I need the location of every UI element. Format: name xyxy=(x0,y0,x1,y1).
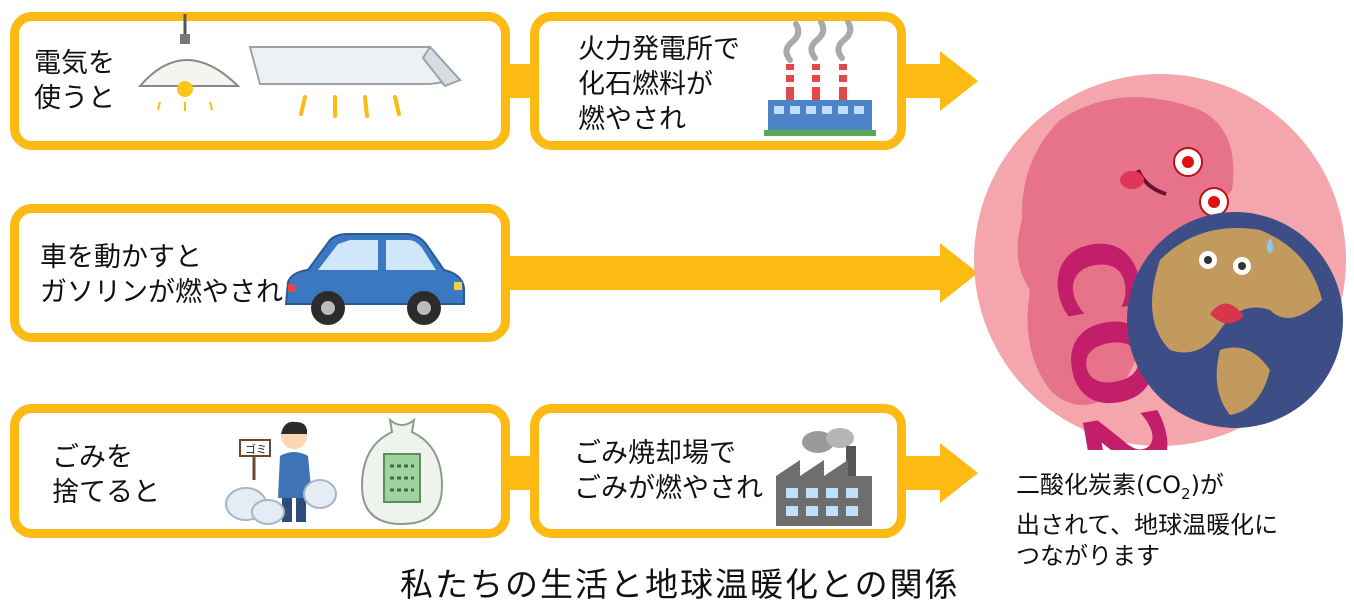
incinerator-label: ごみ焼却場で ごみが燃やされ xyxy=(574,438,763,504)
arrow-head-row2 xyxy=(940,243,978,303)
garbage-start-label: ごみを 捨てると xyxy=(52,442,160,508)
tube-light-icon xyxy=(248,45,463,118)
arrow-shaft-row3 xyxy=(904,456,940,490)
factory-icon xyxy=(776,428,872,526)
power-plant-icon xyxy=(764,20,876,136)
electricity-start-label: 電気を 使うと xyxy=(34,48,115,114)
garbage-bag-icon xyxy=(360,417,444,526)
ceiling-lamp-icon xyxy=(137,14,241,111)
result-text: 二酸化炭素(CO2)が 出されて、地球温暖化に つながります xyxy=(1016,471,1279,570)
power-plant-label: 火力発電所で 化石燃料が 燃やされ xyxy=(578,34,740,135)
car-icon xyxy=(284,233,465,325)
arrow-shaft-row2 xyxy=(508,256,940,290)
person-with-garbage-icon: ゴミ xyxy=(225,421,337,525)
gomi-sign-text: ゴミ xyxy=(245,442,267,456)
arrow-head-row3 xyxy=(940,443,978,503)
arrow-shaft-row1 xyxy=(904,64,940,98)
co2-earth-globe-illustration: CO2 xyxy=(974,74,1346,450)
car-start-label: 車を動かすと ガソリンが燃やされ xyxy=(40,242,283,308)
diagram-caption: 私たちの生活と地球温暖化との関係 xyxy=(400,565,960,604)
arrow-head-row1 xyxy=(940,51,978,111)
